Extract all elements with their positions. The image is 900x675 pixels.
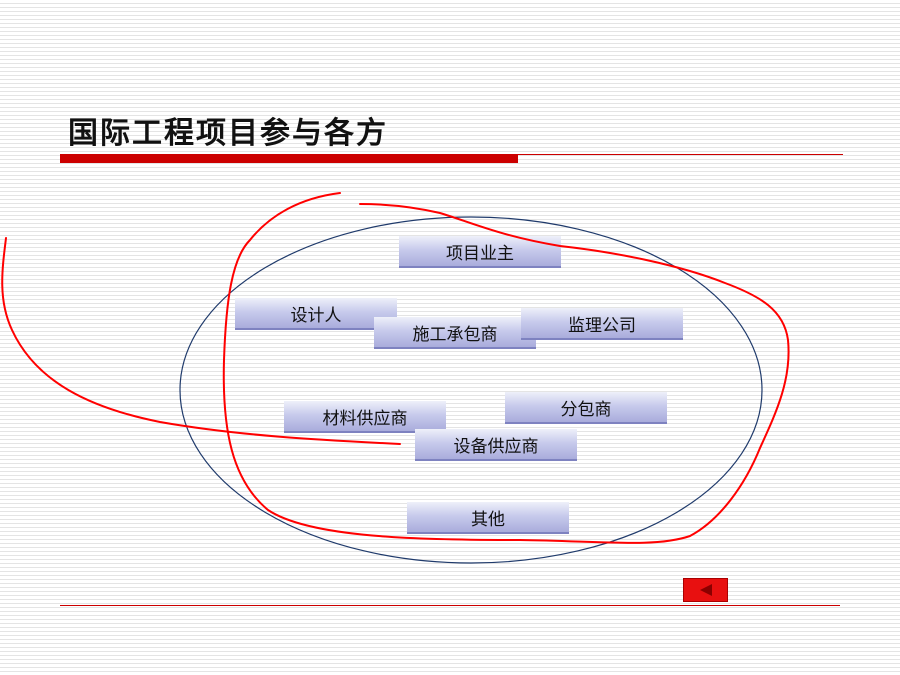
slide-title: 国际工程项目参与各方: [68, 116, 388, 151]
title-underline-bar: [60, 154, 518, 163]
footer-rule: [60, 605, 840, 606]
box-equipment-supplier: 设备供应商: [415, 429, 577, 461]
box-supervisor: 监理公司: [521, 308, 683, 340]
box-owner: 项目业主: [399, 236, 561, 268]
box-others: 其他: [407, 502, 569, 534]
triangle-left-icon: [699, 584, 712, 596]
participants-ellipse: [179, 216, 763, 564]
box-contractor: 施工承包商: [374, 317, 536, 349]
annotation-stroke-arc: [1, 237, 401, 445]
title-underline-rule: [518, 154, 843, 155]
annotation-stroke-loop: [222, 192, 790, 544]
back-button[interactable]: [683, 578, 728, 602]
box-subcontractor: 分包商: [505, 392, 667, 424]
box-material-supplier: 材料供应商: [284, 401, 446, 433]
box-designer: 设计人: [235, 298, 397, 330]
